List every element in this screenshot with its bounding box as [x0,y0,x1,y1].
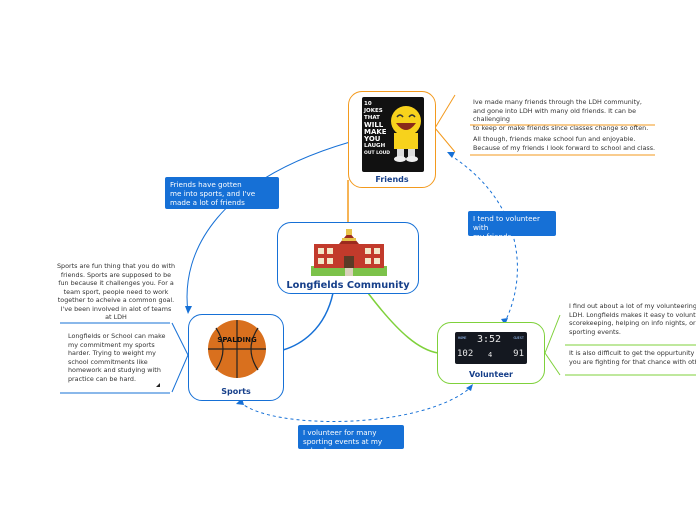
note-line: sporting events. [569,327,621,336]
note-line: harder. Trying to weight my [68,349,156,357]
note-line: Sports are fun thing that you do with [56,262,176,270]
scoreboard-guest-label: GUEST [513,336,524,340]
sports-note-1[interactable]: Sports are fun thing that you do with fr… [56,262,176,322]
sports-label: Sports [221,387,251,396]
note-line: you are fighting for that chance with ot… [569,357,696,366]
scoreboard-home-score: 102 [457,349,474,359]
friends-note-1[interactable]: Ive made many friends through the LDH co… [473,98,673,132]
label-line: made a lot of friends through it. [170,198,245,217]
volunteer-note-2[interactable]: It is also difficult to get the oppurtun… [569,349,696,366]
link-label-friends-sports[interactable]: Friends have gotten me into sports, and … [165,177,279,217]
label-line: I volunteer for many [303,428,377,437]
cover-line: THAT [364,115,380,121]
cover-line: WILL [364,121,384,129]
label-line: my friends [473,232,512,242]
volunteer-note-bracket [544,314,561,376]
cover-line: MAKE [364,128,387,136]
label-line: me into sports, and I've [170,189,256,199]
cover-line: 10 JOKES [364,101,383,114]
note-line: fun because it challenges you. For a [58,279,174,287]
link-friends-sports [186,141,351,313]
note-line: Longfields or School can make [68,332,166,340]
volunteer-node[interactable]: 3:52 HOME GUEST 102 4 91 Volunteer [437,322,545,384]
note-line: scorekeeping, helping on info nights, or… [569,319,696,327]
friends-note-bracket [434,94,456,153]
arrow-head-volunteer-sports [466,384,473,391]
note-line: school commitments like [68,357,148,366]
link-label-sports-volunteer[interactable]: I volunteer for many sporting events at … [298,425,404,455]
link-central-sports [282,292,334,351]
label-line: sporting events at my school [303,437,383,456]
laughing-emoji-icon [391,106,421,162]
note-line: I find out about a lot of my volunteerin… [569,302,696,310]
note-line: Ive made many friends through the LDH co… [473,98,642,106]
scoreboard-home-label: HOME [458,336,467,340]
link-central-volunteer [367,292,439,354]
cover-line: LAUGH [364,143,386,149]
note-line: my commitment my sports [68,340,155,349]
cover-text: 10 JOKES THAT WILL MAKE YOU LAUGH OUT LO… [364,101,392,157]
note-line: practice can be hard. [68,374,136,383]
note-line: It is also difficult to get the oppurtun… [569,349,696,357]
sports-note-2[interactable]: Longfields or School can make my commitm… [68,332,168,383]
scoreboard-clock: 3:52 [477,334,502,345]
link-sports-volunteer [239,387,471,422]
note-line: homework and studying with [68,366,161,374]
friends-label: Friends [375,175,409,184]
note-line: Because of my friends I look forward to … [473,143,656,152]
emoji-book-cover: 10 JOKES THAT WILL MAKE YOU LAUGH OUT LO… [362,97,424,172]
volunteer-label: Volunteer [468,370,513,379]
friends-note-2[interactable]: All though, friends make school fun and … [473,135,673,152]
scoreboard-guest-score: 91 [513,349,524,359]
note-line: All though, friends make school fun and … [473,135,636,143]
note-line: I've been involved in alot of teams [60,304,172,313]
volunteer-note-1[interactable]: I find out about a lot of my volunteerin… [569,302,696,336]
label-line: I tend to volunteer with [473,214,540,233]
note-expand-corner-icon[interactable] [156,383,160,387]
cover-line: OUT LOUD [364,151,391,156]
cover-line: YOU [364,135,381,143]
arrow-head-volunteer-friends [501,318,508,325]
note-line: friends. Sports are supposed to be [60,270,172,279]
note-line: at LDH [105,313,127,321]
sports-note-bracket [171,322,189,393]
note-line: and gone into LDH with many old friends.… [473,106,636,124]
central-title: Longfields Community [286,280,410,291]
friends-node[interactable]: 10 JOKES THAT WILL MAKE YOU LAUGH OUT LO… [348,91,436,188]
scoreboard-period: 4 [488,351,493,359]
note-line: team sport, people need to work [63,287,169,296]
sports-node[interactable]: SPALDING Sports [188,314,284,401]
link-label-friends-volunteer[interactable]: I tend to volunteer with my friends [468,211,556,241]
scoreboard-icon: 3:52 HOME GUEST 102 4 91 [455,332,527,364]
arrow-head-friends-sports [185,306,192,314]
label-line: Friends have gotten [170,180,242,189]
note-line: LDH. Longfields makes it easy to volunte… [569,310,696,319]
note-line: to keep or make friends since classes ch… [473,123,649,132]
arrow-head-friends-volunteer [447,152,455,158]
ball-brand-text: SPALDING [217,336,257,344]
central-node[interactable]: Longfields Community [277,222,419,294]
school-building-icon [311,229,387,276]
basketball-icon: SPALDING [208,320,266,378]
note-line: together to acheive a common goal. [57,296,175,304]
